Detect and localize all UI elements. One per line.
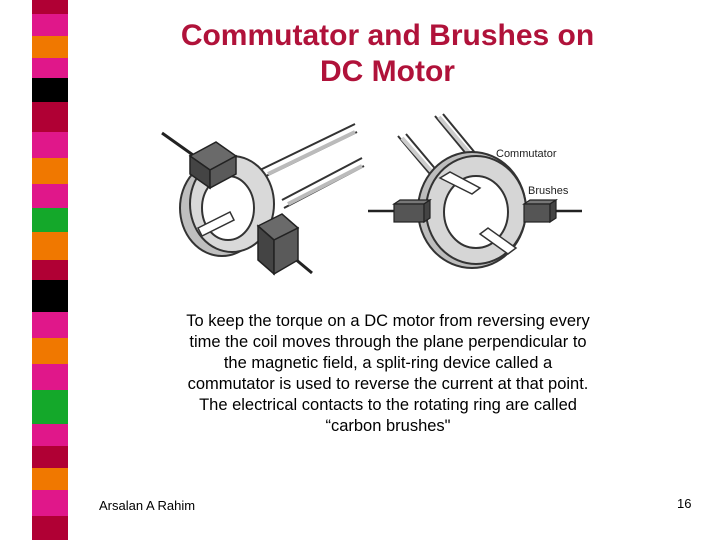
slide-title: Commutator and Brushes on DC Motor [110, 18, 665, 90]
commutator-label: Commutator [496, 148, 557, 160]
footer-author: Arsalan A Rahim [99, 498, 196, 513]
commutator-figure: Commutator Brushes [150, 108, 600, 288]
decorative-stripe-bar [32, 0, 68, 540]
brushes-label: Brushes [528, 185, 569, 197]
slide-title-line-1: Commutator and Brushes on [180, 19, 595, 52]
body-line: “carbon brushes" [325, 417, 451, 435]
slide-page-number: 16 [677, 496, 692, 511]
body-line: the magnetic field, a split-ring device … [223, 354, 553, 372]
commutator-3d-illustration [161, 123, 365, 276]
slide-body-text: To keep the torque on a DC motor from re… [143, 311, 633, 437]
body-line: time the coil moves through the plane pe… [189, 333, 587, 351]
body-line: commutator is used to reverse the curren… [187, 375, 589, 393]
body-line: The electrical contacts to the rotating … [199, 396, 577, 414]
commutator-front-illustration: Commutator Brushes [368, 113, 582, 269]
slide-title-line-2: DC Motor [320, 55, 455, 88]
body-line: To keep the torque on a DC motor from re… [186, 312, 590, 330]
